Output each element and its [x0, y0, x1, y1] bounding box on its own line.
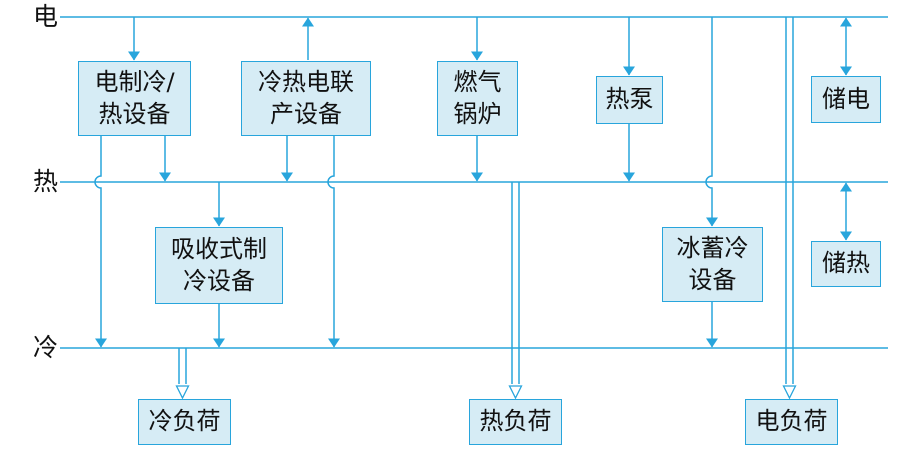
gas-boiler-box: 燃气 锅炉 — [437, 61, 518, 136]
line-elec-to-ice-storage — [705, 17, 718, 227]
absorption-chiller-line2: 冷设备 — [183, 266, 255, 295]
ice-storage-line1: 冰蓄冷 — [676, 233, 749, 262]
electric-chiller-heater-line2: 热设备 — [98, 99, 171, 128]
gas-boiler-line1: 燃气 — [453, 67, 502, 96]
absorption-chiller-box: 吸收式制 冷设备 — [155, 227, 283, 304]
feeder-cold-load — [179, 348, 186, 398]
electric-load-box: 电负荷 — [745, 399, 838, 445]
heat-load-label: 热负荷 — [479, 407, 552, 436]
heat-pump-label: 热泵 — [605, 85, 654, 114]
electric-load-label: 电负荷 — [755, 407, 828, 436]
cold-load-label: 冷负荷 — [148, 407, 221, 436]
chp-line2: 产设备 — [270, 99, 342, 128]
ice-storage-box: 冰蓄冷 设备 — [662, 227, 763, 302]
cold-bus-label: 冷 — [33, 333, 59, 362]
absorption-chiller-line1: 吸收式制 — [171, 234, 267, 263]
electric-chiller-heater-box: 电制冷/ 热设备 — [78, 61, 191, 136]
heat-storage-label: 储热 — [822, 249, 870, 278]
feeder-electric-load — [786, 17, 793, 398]
ice-storage-line2: 设备 — [688, 265, 737, 294]
cold-load-box: 冷负荷 — [138, 399, 231, 445]
electric-bus-label: 电 — [33, 2, 59, 31]
gas-boiler-line2: 锅炉 — [453, 99, 502, 128]
feeder-heat-load — [512, 182, 519, 398]
chp-box: 冷热电联 产设备 — [241, 61, 371, 136]
heat-storage-box: 储热 — [811, 241, 881, 287]
heat-pump-box: 热泵 — [596, 76, 663, 124]
line-chp-to-cold — [327, 136, 340, 348]
heat-load-box: 热负荷 — [469, 399, 562, 445]
electric-storage-label: 储电 — [822, 84, 870, 113]
heat-bus-label: 热 — [33, 167, 59, 196]
chp-line1: 冷热电联 — [258, 67, 354, 96]
line-electric-chiller-to-cold — [94, 136, 107, 348]
electric-chiller-heater-line1: 电制冷/ — [94, 67, 175, 96]
electric-storage-box: 储电 — [811, 76, 881, 123]
